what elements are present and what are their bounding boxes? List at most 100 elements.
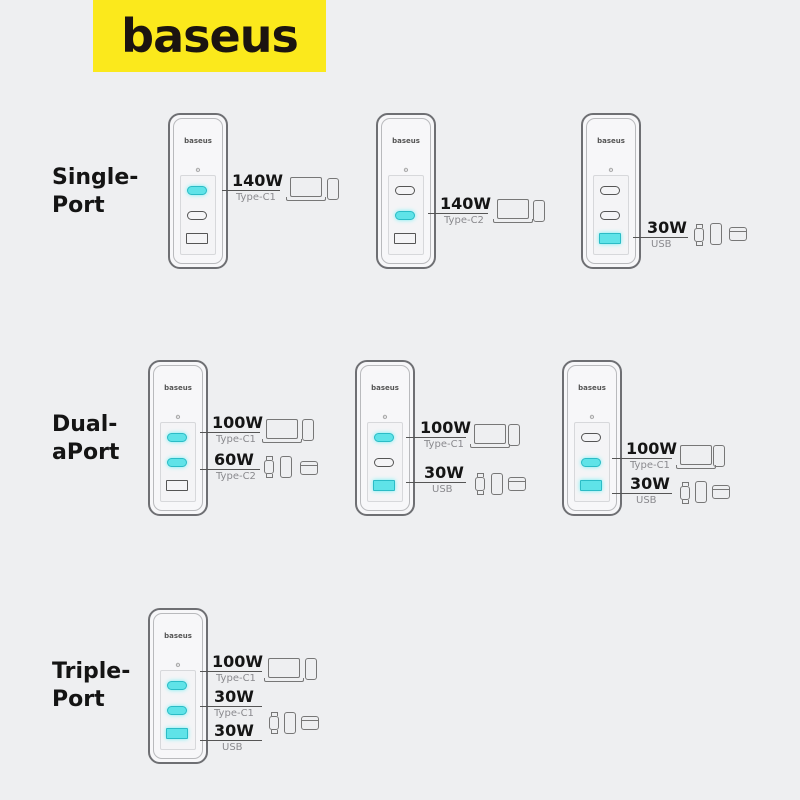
phone-icon [710, 223, 722, 245]
output-port: Type-C1 [214, 708, 254, 719]
output-watts: 30W [214, 721, 254, 740]
phone-icon [713, 445, 725, 467]
output-port: USB [222, 742, 243, 753]
output-spec: 140W Type-C1 [222, 171, 284, 204]
label-line: Dual- [52, 412, 118, 437]
gan-icon: ⚙ [175, 662, 181, 669]
watch-icon [475, 473, 485, 495]
row-label-dual-port: Dual-aPort [52, 411, 119, 467]
output-port: Type-C1 [424, 439, 464, 450]
charger-single-c1: baseus ⚙ [168, 113, 228, 269]
port-c1-active [374, 433, 394, 442]
output-spec: 100W Type-C1 [612, 439, 678, 472]
output-port: Type-C1 [216, 434, 256, 445]
phone-icon [491, 473, 503, 495]
port-usb-active [373, 480, 395, 491]
label-line: Single- [52, 165, 139, 190]
output-port: Type-C1 [236, 192, 276, 203]
laptop-icon [262, 419, 302, 443]
earbuds-case-icon [712, 485, 730, 499]
phone-icon [280, 456, 292, 478]
charger-brand: baseus [164, 632, 192, 640]
phone-icon [302, 419, 314, 441]
watch-icon [680, 482, 690, 504]
charger-dual-c1-c2: baseus ⚙ [148, 360, 208, 516]
charger-brand: baseus [371, 384, 399, 392]
port-c2-active [395, 211, 415, 220]
port-usb-active [580, 480, 602, 491]
phone-icon [327, 178, 339, 200]
output-watts: 30W [424, 463, 464, 482]
output-port: USB [651, 239, 672, 250]
port-usb [186, 233, 208, 244]
output-spec: 60W Type-C2 [200, 450, 260, 483]
phone-icon [508, 424, 520, 446]
earbuds-case-icon [729, 227, 747, 241]
earbuds-case-icon [301, 716, 319, 730]
output-watts: 100W [212, 413, 264, 432]
port-c1-active [187, 186, 207, 195]
output-spec: 100W Type-C1 [200, 652, 264, 685]
output-port: USB [432, 484, 453, 495]
output-spec: 30W USB [200, 721, 262, 754]
output-spec: 100W Type-C1 [200, 413, 264, 446]
watch-icon [694, 224, 704, 246]
output-watts: 140W [440, 194, 492, 213]
port-c2 [600, 211, 620, 220]
output-watts: 60W [214, 450, 254, 469]
earbuds-case-icon [508, 477, 526, 491]
port-c1 [581, 433, 601, 442]
output-watts: 100W [626, 439, 678, 458]
output-watts: 100W [420, 418, 472, 437]
phone-icon [305, 658, 317, 680]
phone-icon [284, 712, 296, 734]
port-c1 [395, 186, 415, 195]
port-c1-active [167, 681, 187, 690]
output-port: Type-C1 [216, 673, 256, 684]
gan-icon: ⚙ [195, 167, 201, 174]
output-watts: 100W [212, 652, 264, 671]
port-usb [166, 480, 188, 491]
label-line: aPort [52, 440, 120, 465]
label-line: Triple- [52, 659, 131, 684]
laptop-icon [493, 199, 533, 223]
label-line: Port [52, 193, 105, 218]
charger-single-c2: baseus ⚙ [376, 113, 436, 269]
logo-text: baseus [121, 9, 299, 63]
gan-icon: ⚙ [608, 167, 614, 174]
row-label-triple-port: Triple-Port [52, 658, 130, 714]
port-usb [394, 233, 416, 244]
gan-icon: ⚙ [175, 414, 181, 421]
charger-brand: baseus [392, 137, 420, 145]
laptop-icon [286, 177, 326, 201]
port-usb-active [166, 728, 188, 739]
port-c2-active [167, 706, 187, 715]
output-port: Type-C1 [630, 460, 670, 471]
port-c1 [600, 186, 620, 195]
gan-icon: ⚙ [403, 167, 409, 174]
charger-dual-c1-usb: baseus ⚙ [355, 360, 415, 516]
charger-single-usb: baseus ⚙ [581, 113, 641, 269]
output-watts: 140W [232, 171, 284, 190]
charger-brand: baseus [578, 384, 606, 392]
output-spec: 30W USB [406, 463, 466, 496]
charger-triple: baseus ⚙ [148, 608, 208, 764]
watch-icon [269, 712, 279, 734]
port-c2 [374, 458, 394, 467]
charger-brand: baseus [184, 137, 212, 145]
laptop-icon [264, 658, 304, 682]
output-watts: 30W [647, 218, 687, 237]
output-spec: 140W Type-C2 [428, 194, 492, 227]
output-port: USB [636, 495, 657, 506]
port-c2-active [581, 458, 601, 467]
phone-icon [695, 481, 707, 503]
charger-brand: baseus [164, 384, 192, 392]
port-c2 [187, 211, 207, 220]
charger-brand: baseus [597, 137, 625, 145]
row-label-single-port: Single- Port [52, 164, 138, 220]
laptop-icon [676, 445, 716, 469]
phone-icon [533, 200, 545, 222]
output-spec: 30W Type-C1 [200, 688, 262, 720]
port-c2-active [167, 458, 187, 467]
output-port: Type-C2 [444, 215, 484, 226]
